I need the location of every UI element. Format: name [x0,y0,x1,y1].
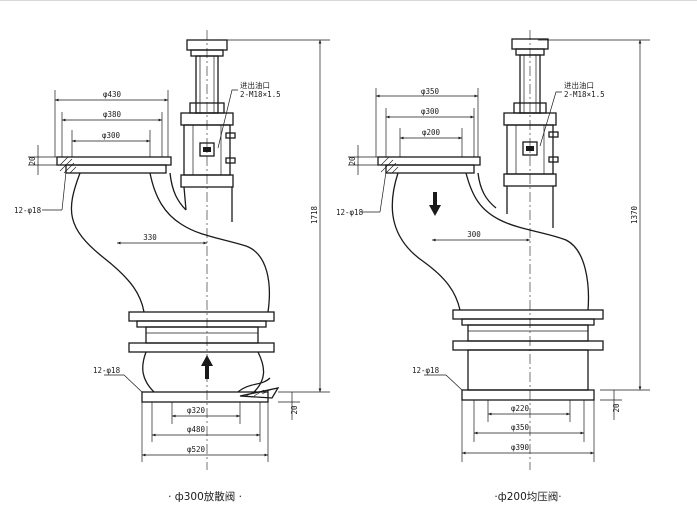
yoke-frame [503,112,559,187]
mid-flanges [452,309,604,351]
dim-bottom-thickness: 20 [612,403,621,413]
oil-port-note: 进出油口 [240,80,270,90]
equalizing-valve-drawing: φ350 φ300 φ200 20 12-φ18 300 1370 进出油口 2… [336,30,650,503]
dim-offset: 330 [143,233,157,242]
dim-bottom-holes: 12-φ18 [412,366,440,375]
mid-flanges [128,311,275,353]
dim-bottom-thickness: 20 [290,405,299,415]
bottom-flange [461,389,595,401]
dimension-lines [348,39,650,462]
oil-port-spec: 2-M18×1.5 [564,90,605,99]
dim-flange-thickness: 20 [28,156,37,166]
top-flange [56,156,172,174]
dim-bottom-holes: 12-φ18 [93,366,121,375]
yoke-frame [180,112,236,188]
oil-port-note: 进出油口 [564,80,594,90]
dim-height: 1370 [630,205,639,224]
top-flange [377,156,481,174]
dim-d300: φ300 [102,131,121,140]
dim-d350-top: φ350 [421,87,440,96]
bleeder-valve-drawing: φ430 φ380 φ300 20 12-φ18 330 1718 进出油口 2… [14,30,330,503]
actuator-head [186,39,228,114]
right-valve-caption: ·ф200均压阀· [494,490,561,503]
dim-d390: φ390 [511,443,530,452]
dim-top-holes: 12-φ18 [336,208,364,217]
dim-d380: φ380 [103,110,122,119]
dim-d520: φ520 [187,445,206,454]
dim-top-holes: 12-φ18 [14,206,42,215]
dimension-lines [28,39,330,462]
dim-d220: φ220 [511,404,530,413]
dim-d430: φ430 [103,90,122,99]
bottom-flange [141,391,269,403]
dim-d300: φ300 [421,107,440,116]
dim-height: 1718 [310,205,319,224]
left-valve-caption: · ф300放散阀 · [168,490,242,503]
dim-flange-thickness: 20 [348,156,357,166]
valve-body [70,172,271,313]
dim-d480: φ480 [187,425,206,434]
oil-port-spec: 2-M18×1.5 [240,90,281,99]
valve-body [391,172,590,311]
dim-d350-bottom: φ350 [511,423,530,432]
dim-d320: φ320 [187,406,206,415]
dim-offset: 300 [467,230,481,239]
dim-d200: φ200 [422,128,441,137]
